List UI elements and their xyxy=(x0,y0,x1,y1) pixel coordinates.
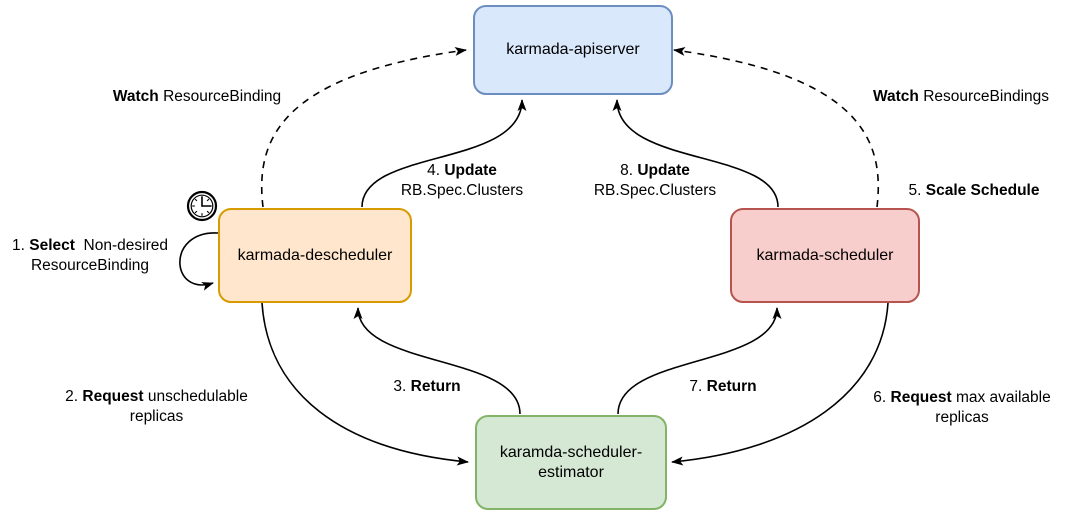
edge-update-rb-spec-clusters-4 xyxy=(361,99,527,208)
label-watch-resourcebindings: Watch ResourceBindings xyxy=(872,88,1050,105)
label-watch-resourcebinding: Watch ResourceBinding xyxy=(112,88,282,105)
node-karmada-descheduler: karmada-descheduler xyxy=(218,208,412,303)
node-karmada-apiserver: karmada-apiserver xyxy=(473,5,673,95)
edge-return-7 xyxy=(617,307,782,415)
edge-watch-resourcebindings xyxy=(673,47,880,208)
edge-watch-resourcebinding xyxy=(260,47,467,208)
node-karmada-scheduler: karmada-scheduler xyxy=(730,208,920,303)
edge-return-3 xyxy=(353,307,521,415)
label-step4-update: 4. Update RB.Spec.Clusters xyxy=(400,162,524,199)
edge-select-self-loop xyxy=(179,232,219,291)
edge-update-rb-spec-clusters-8 xyxy=(612,99,779,208)
label-step6-request: 6. Request max available replicas xyxy=(873,389,1051,426)
node-label: karmada-descheduler xyxy=(237,246,393,264)
node-karamda-scheduler-estimator: karamda-scheduler- estimator xyxy=(475,415,667,510)
label-step3-return: 3. Return xyxy=(393,378,461,395)
label-step7-return: 7. Return xyxy=(689,378,757,395)
node-label: karmada-scheduler xyxy=(756,246,894,264)
edge-request-max-available xyxy=(671,302,889,466)
node-label: karmada-apiserver xyxy=(506,41,640,58)
label-step5-scale-schedule: 5. Scale Schedule xyxy=(908,182,1040,199)
edge-request-unschedulable xyxy=(261,302,469,466)
clock-icon xyxy=(186,190,218,222)
node-label: karamda-scheduler- estimator xyxy=(499,443,643,481)
label-step8-update: 8. Update RB.Spec.Clusters xyxy=(593,162,717,199)
label-step1-select: 1. Select Non-desired ResourceBinding xyxy=(12,237,168,274)
label-step2-request: 2. Request unschedulable replicas xyxy=(65,388,248,425)
